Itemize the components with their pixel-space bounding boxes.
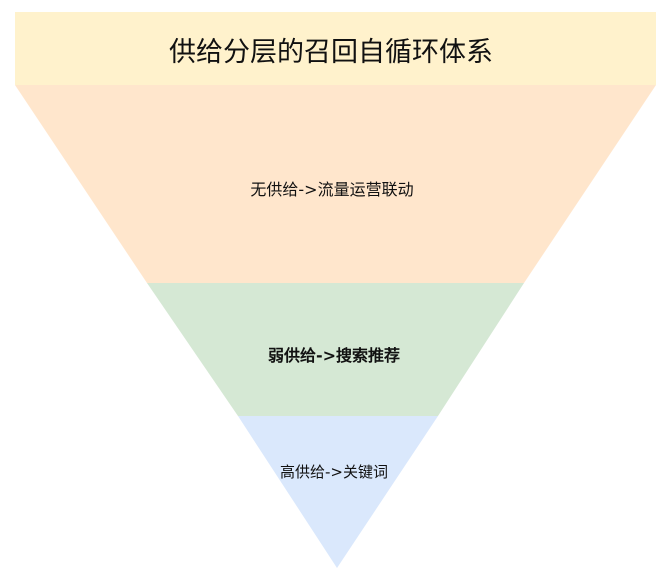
title-band — [15, 12, 656, 85]
layer-weak-supply — [147, 283, 524, 416]
layer-label-no-supply: 无供给->流量运营联动 — [250, 180, 414, 199]
layer-label-weak-supply: 弱供给->搜索推荐 — [267, 346, 401, 365]
layer-no-supply — [15, 85, 656, 283]
layer-high-supply — [238, 416, 438, 568]
layer-label-high-supply: 高供给->关键词 — [280, 463, 388, 481]
diagram-title: 供给分层的召回自循环体系 — [169, 37, 493, 68]
